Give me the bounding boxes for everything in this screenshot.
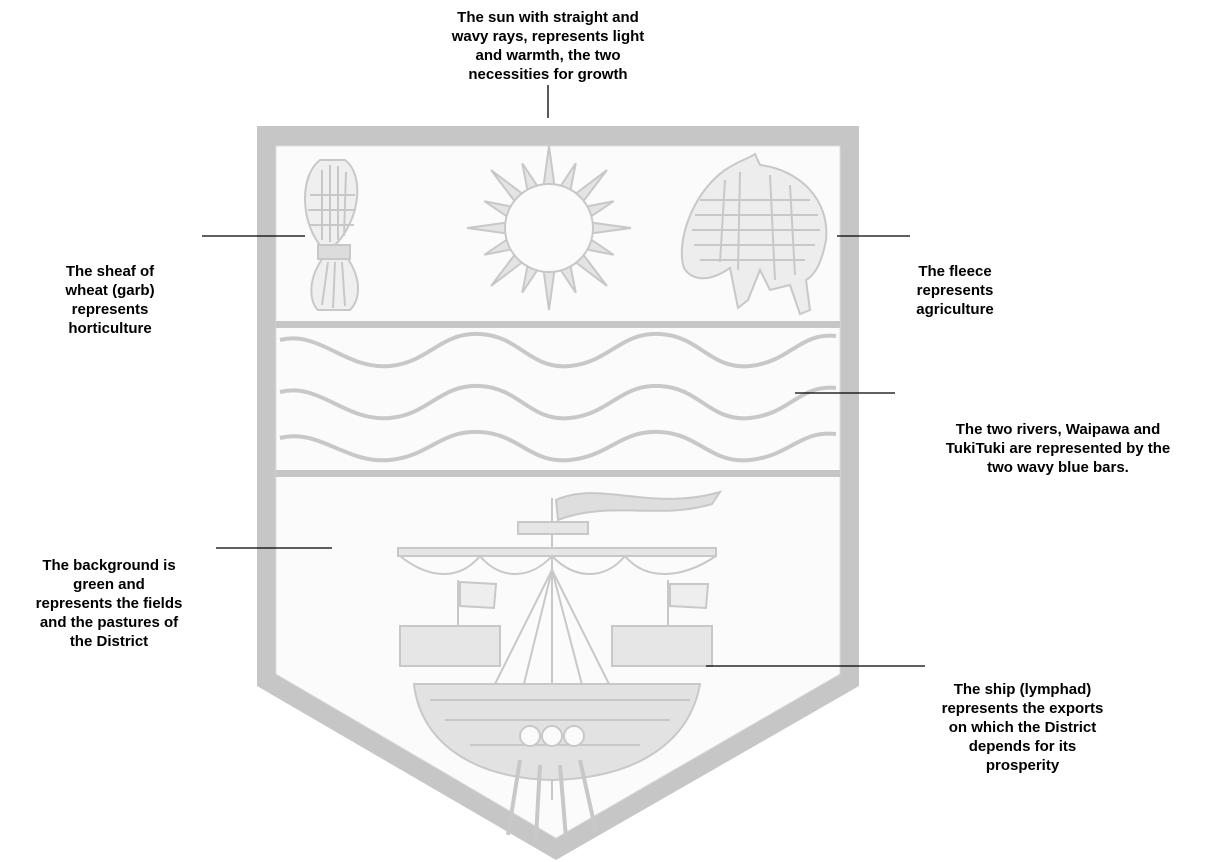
label-sheaf-of-wheat: The sheaf of wheat (garb) represents hor… — [10, 262, 210, 338]
label-sun: The sun with straight and wavy rays, rep… — [408, 8, 688, 84]
chief-divider — [276, 321, 840, 328]
label-rivers: The two rivers, Waipawa and TukiTuki are… — [900, 420, 1216, 477]
sun-icon — [467, 146, 631, 310]
fess-divider — [276, 470, 840, 477]
label-fleece: The fleece represents agriculture — [880, 262, 1030, 319]
label-background: The background is green and represents t… — [0, 556, 218, 651]
label-ship: The ship (lymphad) represents the export… — [915, 680, 1130, 775]
